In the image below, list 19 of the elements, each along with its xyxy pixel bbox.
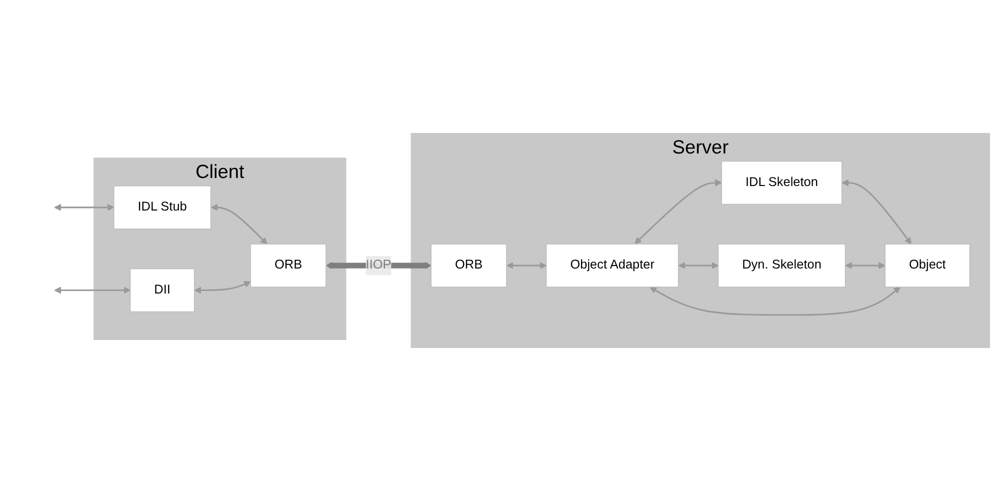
arrow [678,262,718,270]
arrow [210,204,268,244]
node-box: Object Adapter [546,244,679,288]
node-box: IDL Stub [113,186,212,230]
arrow [54,286,131,294]
arrow [650,286,901,316]
node-box: DII [130,268,195,312]
arrow [194,281,251,294]
node-box: Dyn. Skeleton [718,244,846,288]
arrow [634,179,722,244]
arrow [842,179,912,244]
node-box: IDL Skeleton [721,160,842,205]
node-box: ORB [430,244,507,288]
edge-label: IIOP [366,258,392,272]
arrow [506,262,547,270]
arrow [54,204,114,211]
node-box: ORB [250,244,326,288]
node-box: Object [884,244,970,288]
arrow [845,262,886,270]
